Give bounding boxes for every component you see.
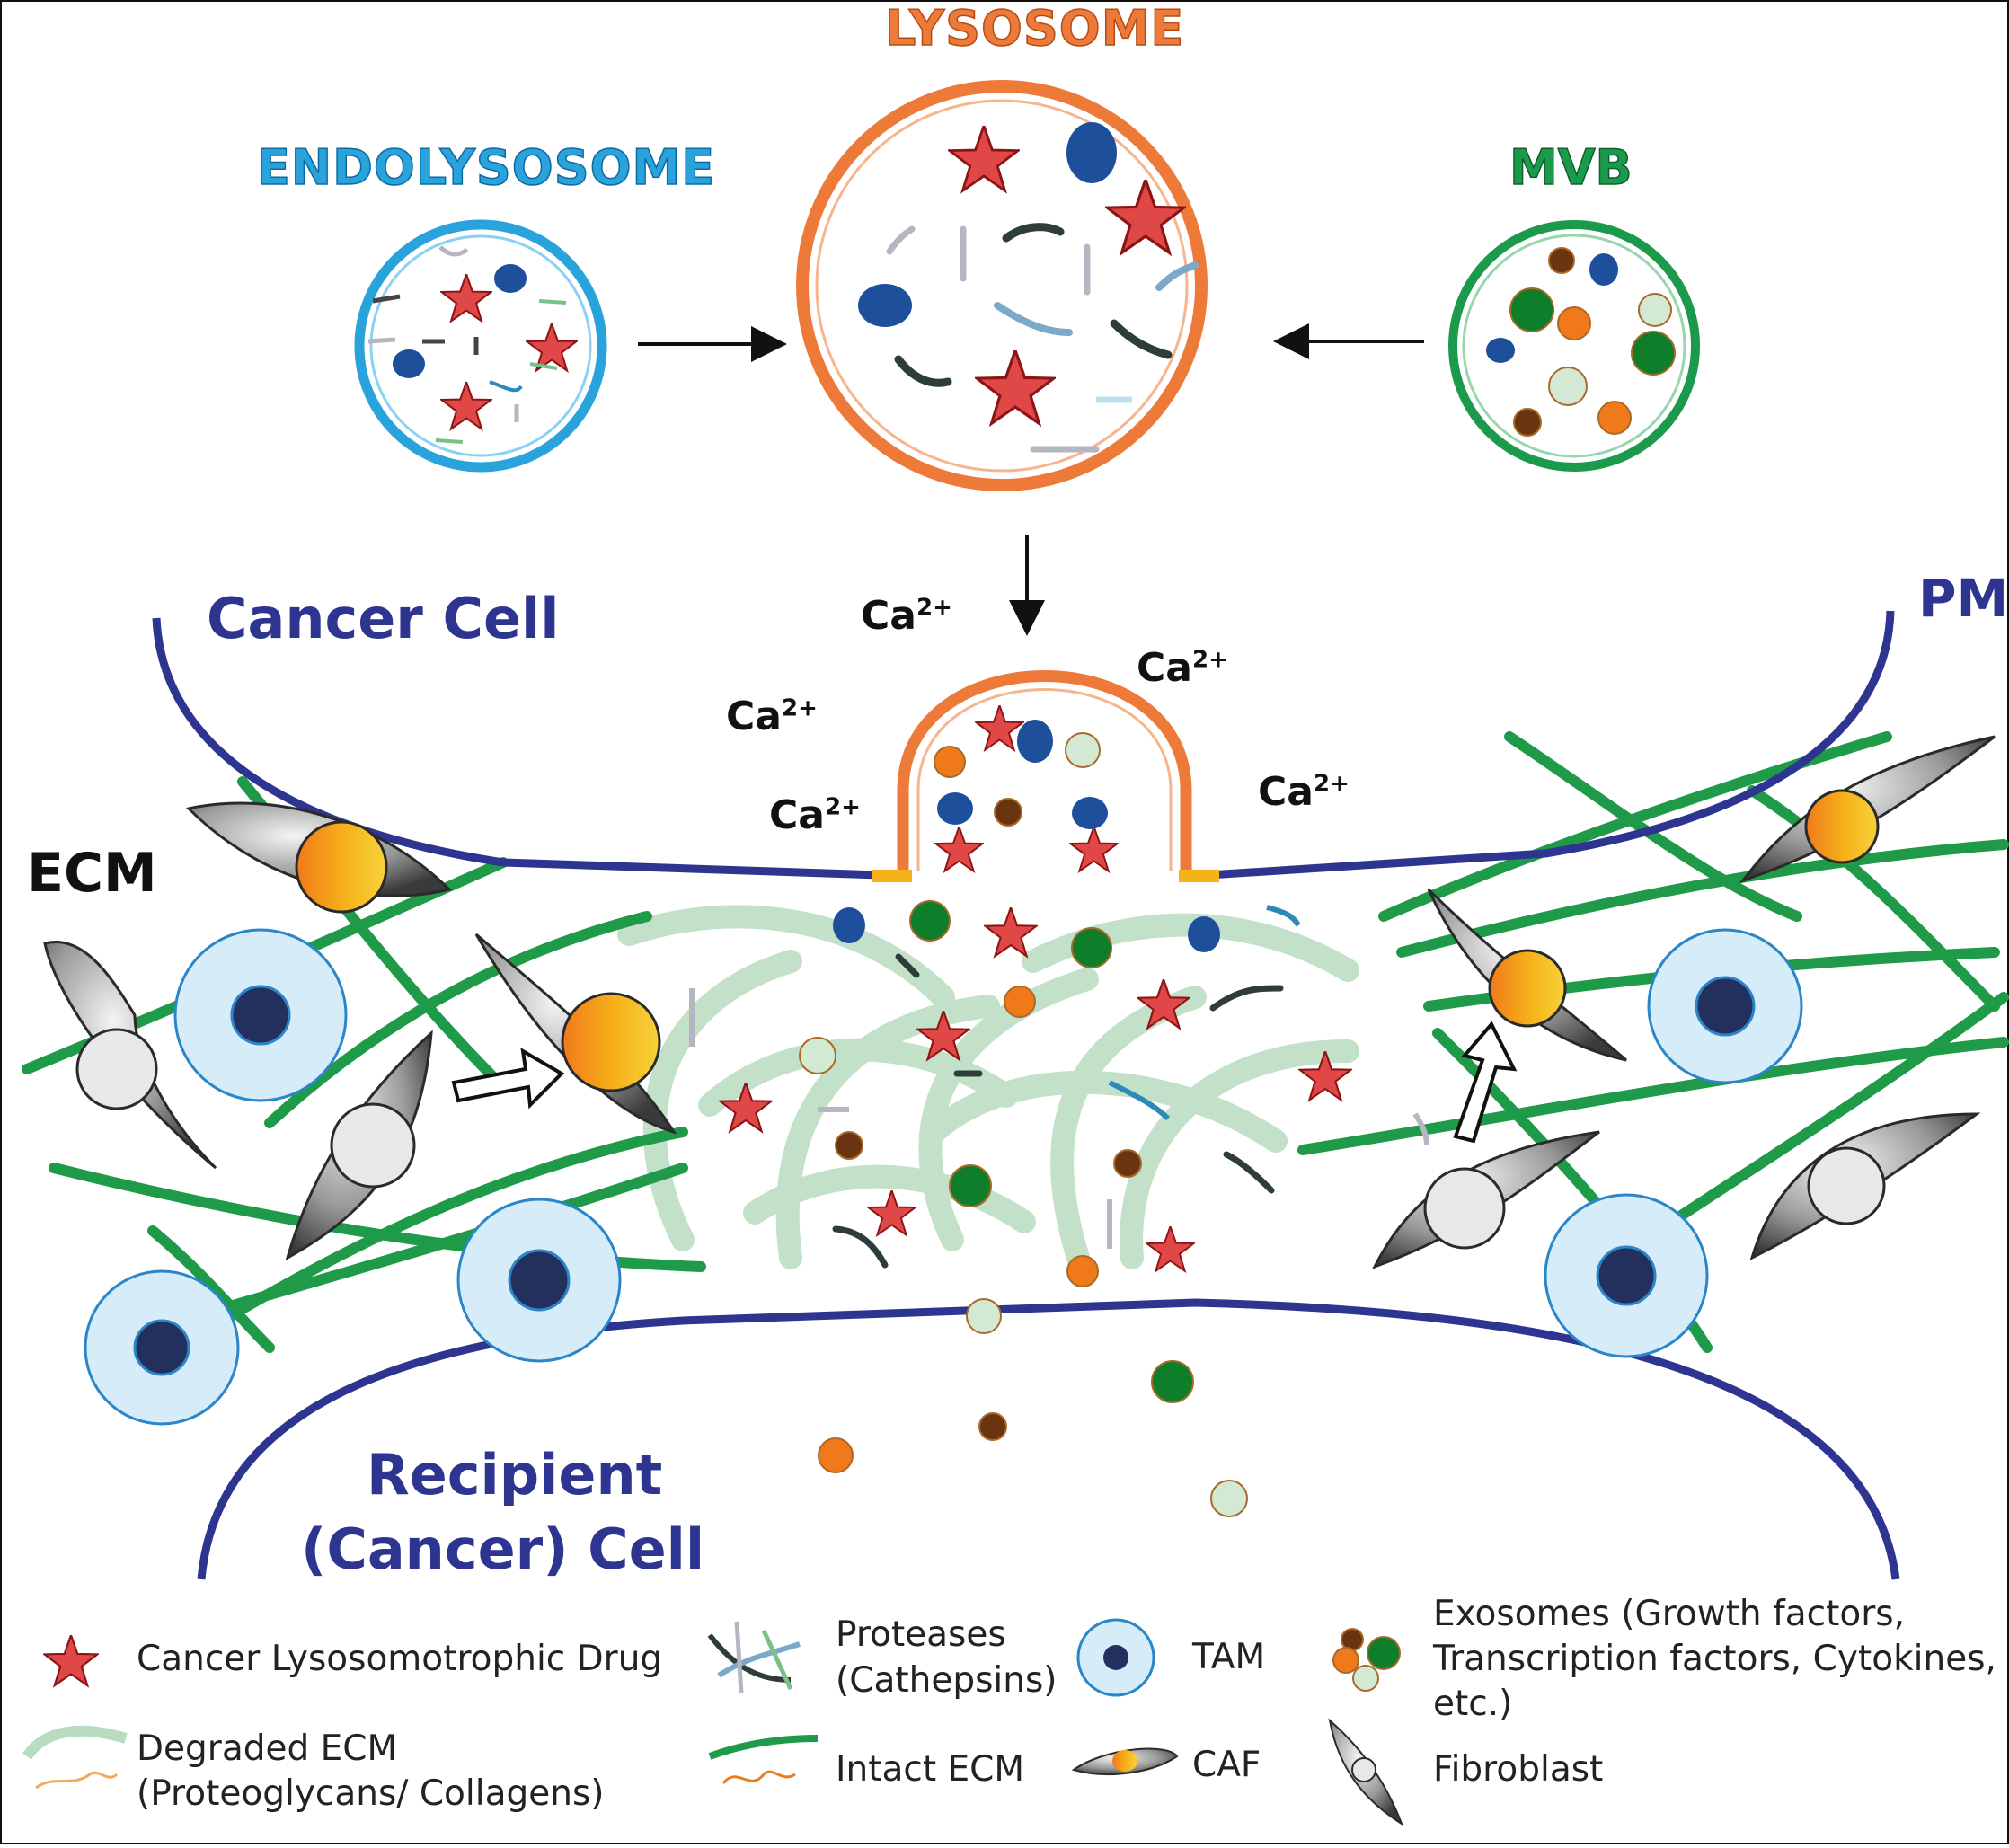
calcium-ion-label: Ca2+ bbox=[769, 792, 861, 838]
legend-exosomes-label-line2: Transcription factors, Cytokines, bbox=[1433, 1639, 1996, 1679]
lysosome-vesicle bbox=[796, 80, 1208, 491]
legend-proteases-sublabel: (Cathepsins) bbox=[836, 1660, 1058, 1701]
endolysosome-label: ENDOLYSOSOME bbox=[256, 138, 716, 197]
legend-fibroblast-label: Fibroblast bbox=[1433, 1749, 1604, 1790]
legend-exosomes-label-line3: etc.) bbox=[1433, 1684, 1513, 1724]
ecm-label: ECM bbox=[27, 842, 157, 905]
legend-protease-icon bbox=[707, 1621, 801, 1694]
legend-tam-icon bbox=[1076, 1618, 1155, 1697]
legend-icons bbox=[22, 1618, 1403, 1826]
calcium-ion-label: Ca2+ bbox=[1137, 645, 1228, 691]
caf-cells bbox=[186, 735, 1996, 1135]
legend-degraded-ecm-icon bbox=[22, 1725, 128, 1790]
degraded-ecm bbox=[617, 905, 1359, 1269]
arrow-to-caf-right bbox=[1453, 1021, 1518, 1144]
legend-proteases-label: Proteases bbox=[836, 1614, 1006, 1655]
legend-drug-icon bbox=[43, 1635, 99, 1687]
legend-drug-label: Cancer Lysosomotrophic Drug bbox=[137, 1639, 663, 1679]
legend-fibroblast-icon bbox=[1328, 1718, 1403, 1826]
legend-caf-icon bbox=[1071, 1747, 1179, 1775]
recipient-cell-membrane bbox=[197, 1298, 1900, 1580]
calcium-ion-label: Ca2+ bbox=[1258, 769, 1350, 815]
legend-intact-ecm-label: Intact ECM bbox=[836, 1749, 1025, 1790]
mvb-label: MVB bbox=[1509, 138, 1633, 197]
calcium-ion-label: Ca2+ bbox=[726, 694, 818, 739]
plasma-membrane-label: PM bbox=[1918, 568, 2009, 629]
calcium-ion-label: Ca2+ bbox=[861, 593, 952, 639]
mvb-vesicle bbox=[1448, 220, 1700, 472]
tam-cells bbox=[84, 928, 1803, 1426]
recipient-cell-label-line2: (Cancer) Cell bbox=[301, 1516, 705, 1582]
arrow-to-caf-left bbox=[451, 1048, 565, 1110]
legend-exosome-icon bbox=[1332, 1628, 1401, 1692]
fibroblast-cells bbox=[43, 941, 1981, 1269]
cancer-cell-label: Cancer Cell bbox=[207, 586, 560, 651]
legend-tam-label: TAM bbox=[1192, 1637, 1266, 1677]
legend-caf-label: CAF bbox=[1192, 1745, 1261, 1785]
legend-degraded-ecm-sublabel: (Proteoglycans/ Collagens) bbox=[137, 1773, 605, 1814]
fusing-lysosome bbox=[833, 670, 1220, 952]
legend-intact-ecm-icon bbox=[708, 1735, 819, 1784]
lysosome-label: LYSOSOME bbox=[884, 0, 1185, 57]
cancer-cell-membrane bbox=[152, 610, 1895, 880]
legend-degraded-ecm-label: Degraded ECM bbox=[137, 1729, 398, 1769]
endolysosome-vesicle bbox=[354, 219, 607, 473]
recipient-cell-label-line1: Recipient bbox=[367, 1442, 663, 1508]
released-contents bbox=[689, 900, 1429, 1517]
legend-exosomes-label: Exosomes (Growth factors, bbox=[1433, 1594, 1906, 1634]
